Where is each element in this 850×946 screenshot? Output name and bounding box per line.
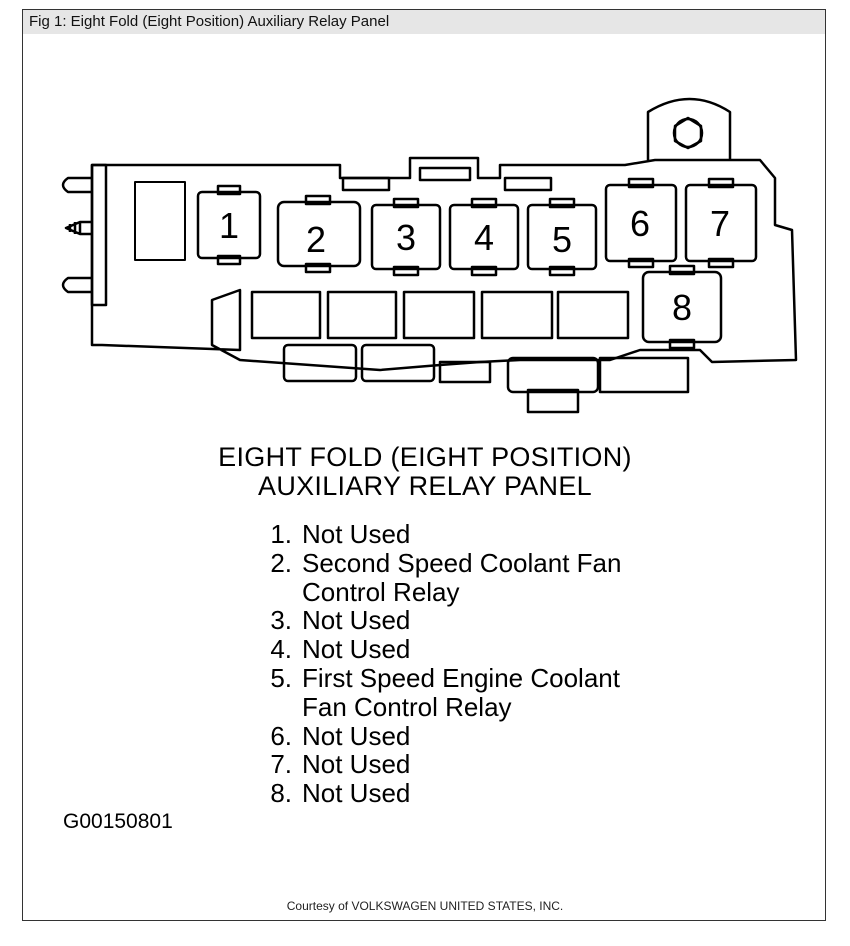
- top-tab-3: [503, 176, 553, 192]
- legend-number: 4.: [270, 634, 292, 665]
- relay-socket-1: [196, 190, 262, 260]
- legend-item-1: 1. Not Used: [250, 520, 621, 549]
- legend-text: Not Used: [302, 778, 411, 809]
- relay-socket-2: [276, 200, 362, 268]
- legend-item-7: 7. Not Used: [250, 750, 621, 779]
- relay-number-3: 3: [396, 217, 416, 258]
- legend-text: Not Used: [302, 749, 411, 780]
- legend-text: Not Used: [302, 605, 411, 636]
- relay-socket-8: [641, 270, 723, 344]
- legend-item-8: 8. Not Used: [250, 779, 621, 808]
- socket-left-blank: [134, 181, 186, 261]
- legend-text: Second Speed Coolant Fan: [302, 547, 622, 578]
- mount-screw: [64, 220, 92, 236]
- relay-socket-4: [448, 203, 520, 271]
- bottom-connector-2: [360, 343, 436, 383]
- mount-pin-top: [61, 176, 92, 194]
- relay-number-2: 2: [306, 219, 326, 260]
- legend-item-4: 4. Not Used: [250, 635, 621, 664]
- relay-socket-3: [370, 203, 442, 271]
- bottom-connector-1: [282, 343, 358, 383]
- top-tab-2: [418, 166, 472, 182]
- legend-item-5-cont: Fan Control Relay: [250, 691, 621, 722]
- relay-number-7: 7: [710, 203, 730, 244]
- legend-text: Not Used: [302, 720, 411, 751]
- lower-slot-2: [326, 290, 398, 340]
- legend-number: 1.: [270, 519, 292, 549]
- legend-item-5: 5. First Speed Engine Coolant: [250, 664, 621, 693]
- panel-heading-line-2: AUXILIARY RELAY PANEL: [258, 471, 592, 501]
- bottom-connector-5: [598, 356, 690, 394]
- relay-number-8: 8: [672, 287, 692, 328]
- relay-number-6: 6: [630, 203, 650, 244]
- lower-slot-1: [250, 290, 322, 340]
- legend-number: 3.: [270, 605, 292, 636]
- mount-bracket: [646, 97, 732, 160]
- mount-plate: [90, 163, 108, 307]
- bottom-connector-4: [506, 356, 600, 394]
- legend-text: Not Used: [302, 519, 411, 549]
- panel-housing: [90, 156, 798, 372]
- legend-text: First Speed Engine Coolant: [302, 662, 620, 693]
- relay-socket-5: [526, 203, 598, 271]
- legend-number: 2.: [270, 547, 292, 578]
- legend-item-6: 6. Not Used: [250, 720, 621, 751]
- figure-code: G00150801: [63, 810, 173, 833]
- legend-number: 8.: [270, 778, 292, 809]
- relay-number-1: 1: [219, 205, 239, 246]
- figure-caption: Fig 1: Eight Fold (Eight Position) Auxil…: [23, 10, 825, 34]
- relay-number-4: 4: [474, 217, 494, 258]
- mount-pin-bottom: [61, 276, 92, 294]
- relay-socket-7: [684, 183, 758, 263]
- legend-number: 6.: [270, 720, 292, 751]
- legend-text: Not Used: [302, 634, 411, 665]
- legend-text: Control Relay: [302, 576, 460, 607]
- courtesy-credit: Courtesy of VOLKSWAGEN UNITED STATES, IN…: [286, 899, 564, 913]
- lower-slot-3: [402, 290, 476, 340]
- lower-slot-4: [480, 290, 554, 340]
- lower-slot-5: [556, 290, 630, 340]
- bottom-connector-3: [438, 360, 492, 384]
- legend-item-2: 2. Second Speed Coolant Fan: [250, 547, 622, 578]
- legend-number: 7.: [270, 749, 292, 780]
- legend-item-3: 3. Not Used: [250, 606, 621, 635]
- legend-text: Fan Control Relay: [302, 691, 512, 722]
- panel-heading-line-1: EIGHT FOLD (EIGHT POSITION): [218, 442, 632, 472]
- top-tab-1: [341, 176, 391, 192]
- legend-item-2-cont: Control Relay: [250, 576, 621, 607]
- relay-number-5: 5: [552, 219, 572, 260]
- legend-number: 5.: [270, 662, 292, 693]
- relay-socket-6: [604, 183, 678, 263]
- bottom-connector-4-foot: [526, 388, 580, 414]
